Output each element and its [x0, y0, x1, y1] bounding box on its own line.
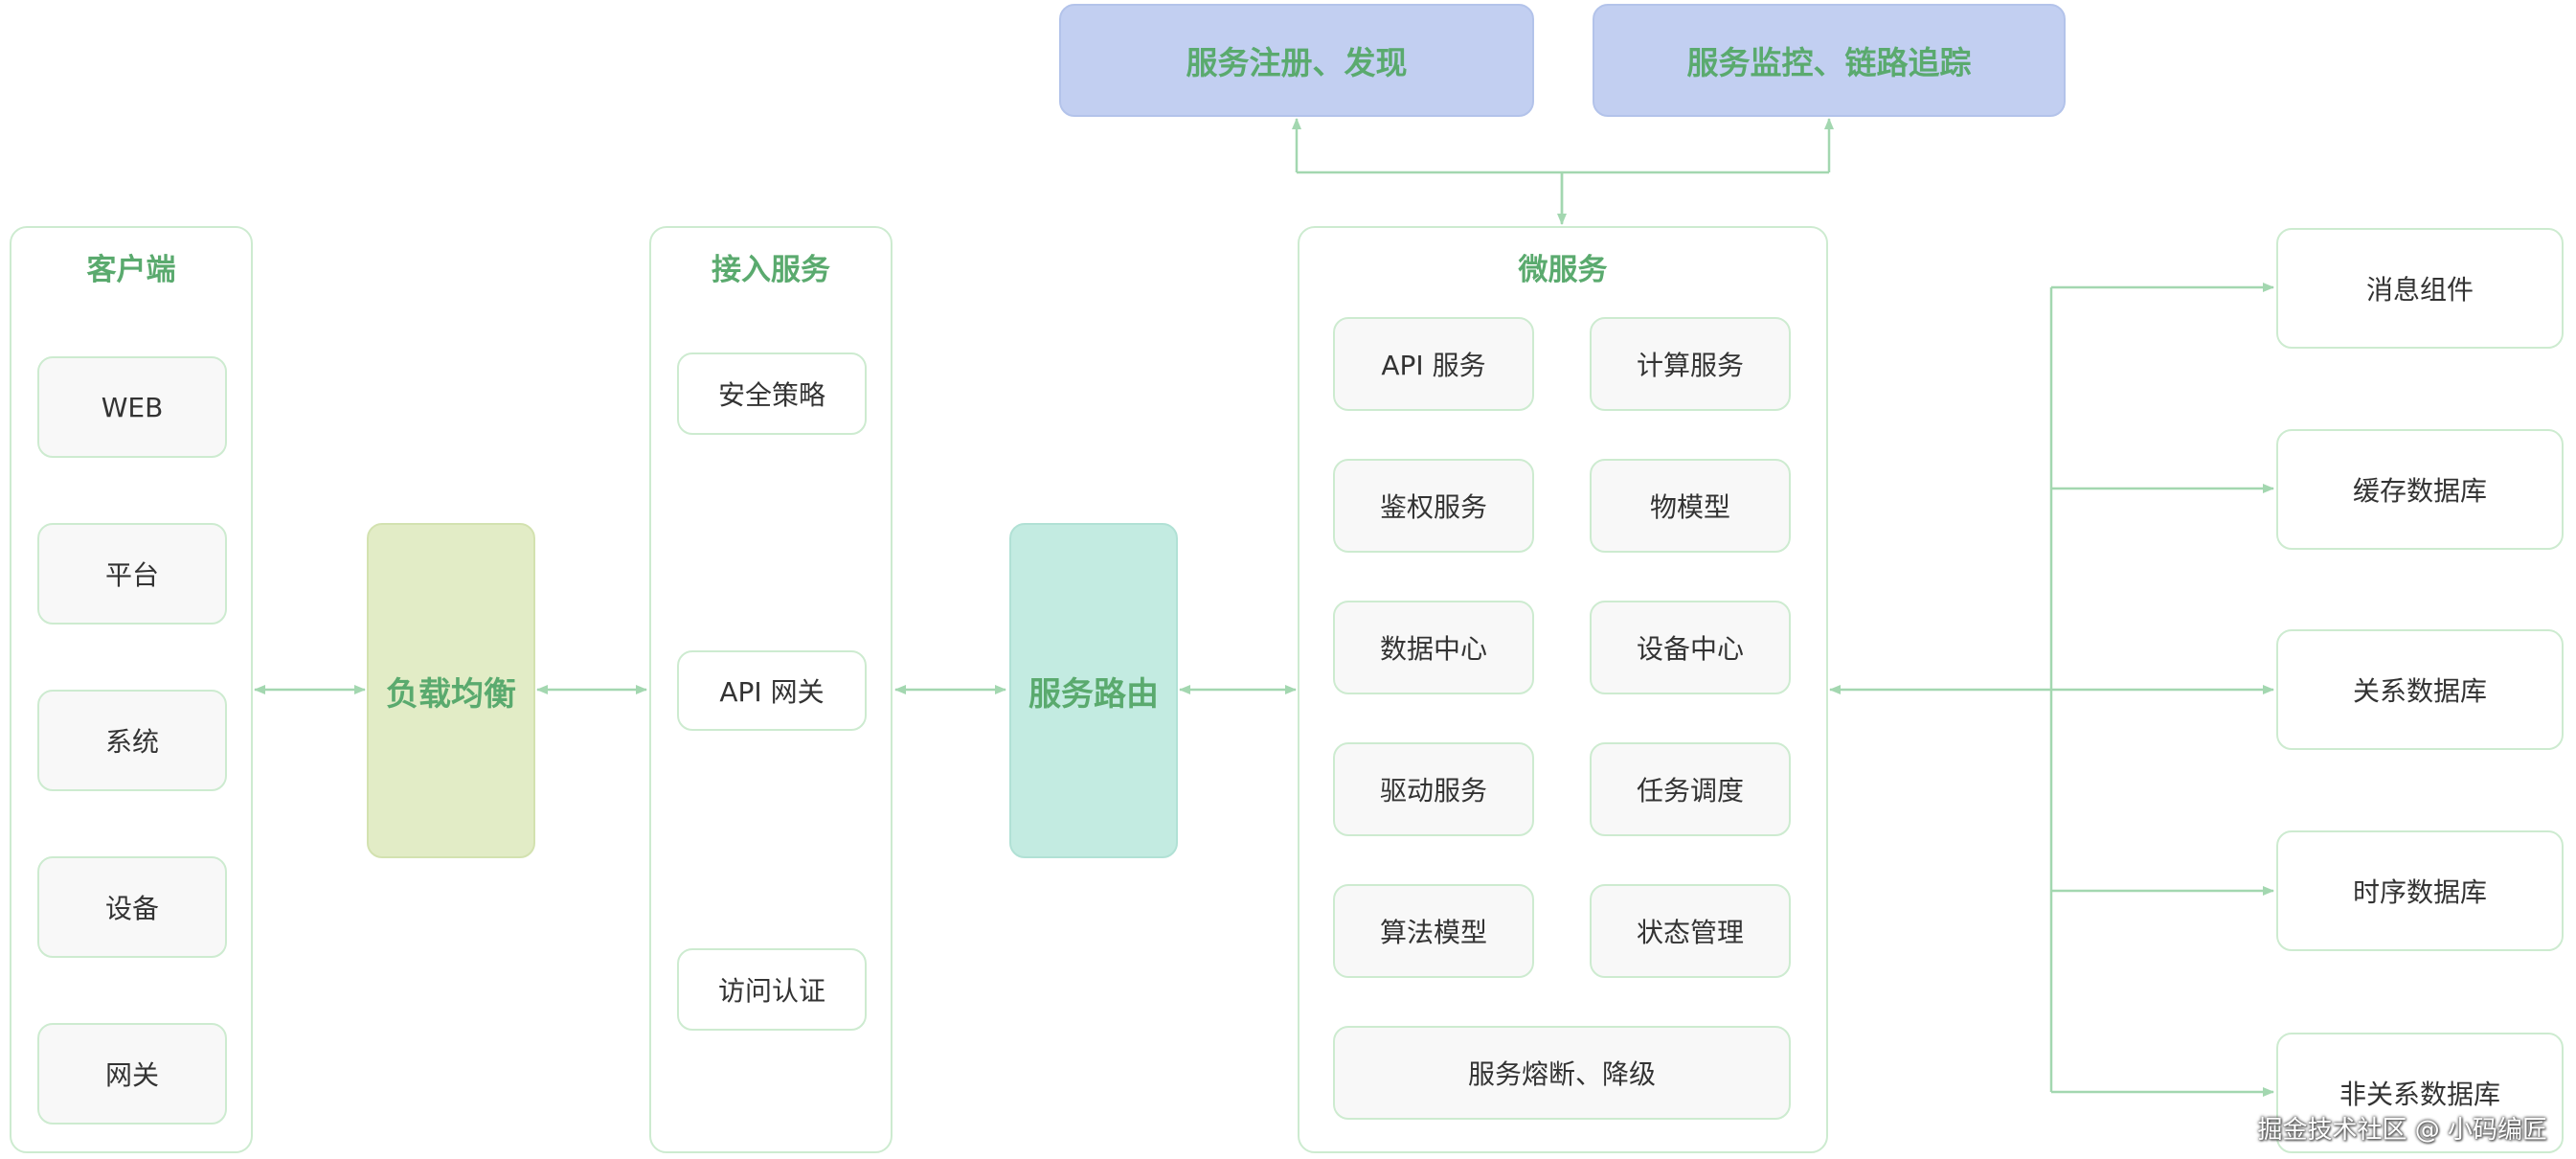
micro-item-algorithm-model: 算法模型	[1333, 884, 1534, 978]
storage-message-component: 消息组件	[2276, 228, 2564, 349]
storage-nosql-database: 非关系数据库	[2276, 1033, 2564, 1153]
micro-top-connector	[1297, 170, 1829, 223]
micro-item-state-management: 状态管理	[1590, 884, 1791, 978]
service-router-box: 服务路由	[1009, 523, 1178, 858]
client-item-system: 系统	[37, 690, 227, 791]
micro-item-thing-model: 物模型	[1590, 459, 1791, 553]
micro-item-device-center: 设备中心	[1590, 601, 1791, 694]
microservice-panel-title: 微服务	[1518, 253, 1608, 287]
microservice-panel: 微服务 API 服务 计算服务 鉴权服务 物模型 数据中心 设备中心 驱动服务 …	[1298, 226, 1828, 1153]
micro-item-auth-service: 鉴权服务	[1333, 459, 1534, 553]
api-gateway-box: API 网关	[677, 650, 867, 731]
micro-item-circuit-breaker: 服务熔断、降级	[1333, 1026, 1791, 1120]
micro-item-task-scheduling: 任务调度	[1590, 742, 1791, 836]
access-panel: 接入服务 安全策略 API 网关 访问认证	[649, 226, 893, 1153]
load-balancer-box: 负载均衡	[367, 523, 535, 858]
client-item-web: WEB	[37, 356, 227, 458]
access-panel-title: 接入服务	[712, 253, 830, 287]
service-registry-label: 服务注册、发现	[1186, 44, 1408, 81]
client-item-device: 设备	[37, 856, 227, 958]
storage-cache-database: 缓存数据库	[2276, 429, 2564, 550]
service-registry-box: 服务注册、发现	[1059, 4, 1534, 117]
micro-item-compute-service: 计算服务	[1590, 317, 1791, 411]
client-panel-title: 客户端	[86, 253, 176, 287]
service-monitoring-label: 服务监控、链路追踪	[1686, 44, 1972, 81]
security-policy-box: 安全策略	[677, 352, 867, 435]
client-panel: 客户端 WEB 平台 系统 设备 网关	[10, 226, 253, 1153]
micro-item-data-center: 数据中心	[1333, 601, 1534, 694]
client-item-platform: 平台	[37, 523, 227, 625]
watermark: 掘金技术社区 @ 小码编匠	[2257, 1116, 2547, 1145]
micro-item-driver-service: 驱动服务	[1333, 742, 1534, 836]
micro-item-api-service: API 服务	[1333, 317, 1534, 411]
client-item-gateway: 网关	[37, 1023, 227, 1125]
storage-timeseries-database: 时序数据库	[2276, 830, 2564, 951]
access-auth-box: 访问认证	[677, 948, 867, 1031]
storage-relational-database: 关系数据库	[2276, 629, 2564, 750]
service-monitoring-box: 服务监控、链路追踪	[1593, 4, 2066, 117]
